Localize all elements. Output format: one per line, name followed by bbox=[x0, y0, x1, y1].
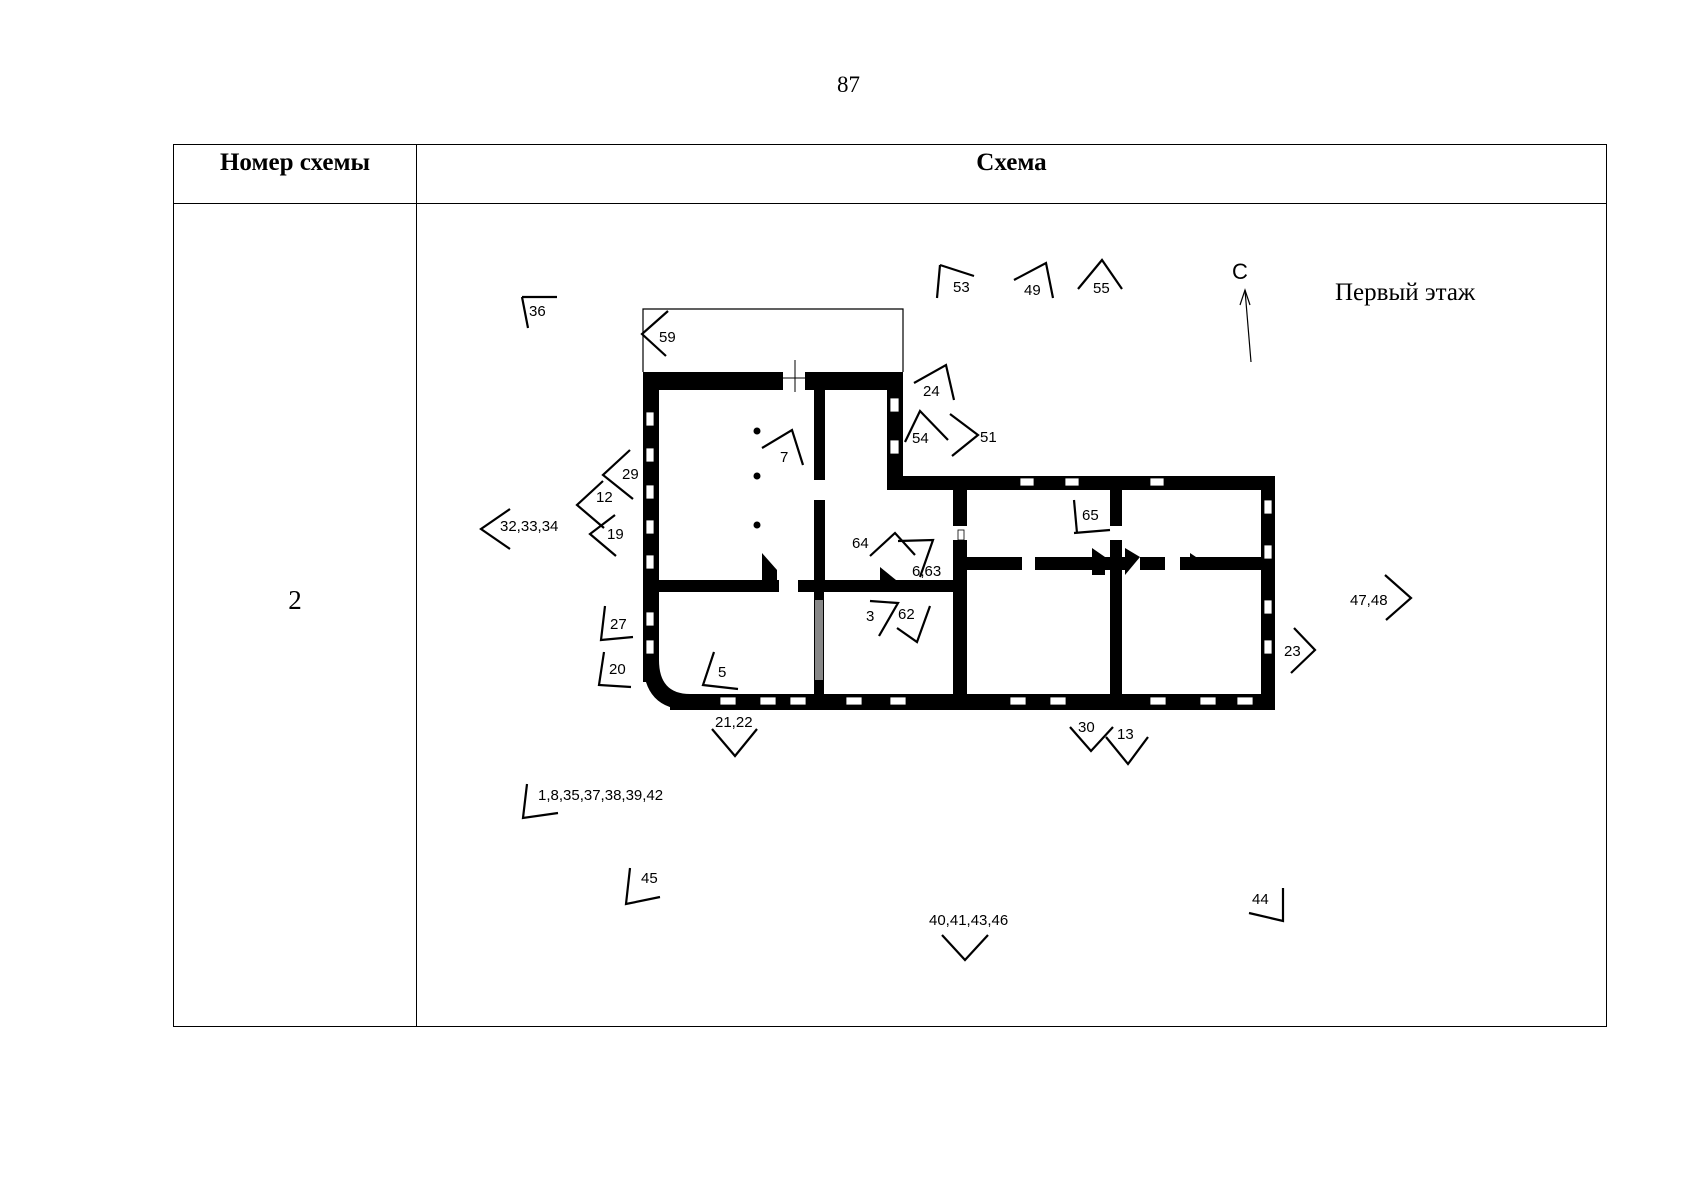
marker-21-icon bbox=[711, 728, 758, 758]
header-scheme: Схема bbox=[417, 145, 1606, 204]
marker-label-30: 30 bbox=[1078, 719, 1095, 736]
marker-62-icon bbox=[896, 605, 932, 644]
marker-label-44: 44 bbox=[1252, 891, 1269, 908]
page-number: 87 bbox=[837, 72, 860, 97]
scheme-table: Номер схемы Схема 2 bbox=[173, 144, 1607, 1027]
marker-3-icon bbox=[869, 599, 900, 637]
marker-6-icon bbox=[897, 538, 935, 578]
header-scheme-number: Номер схемы bbox=[174, 145, 417, 204]
marker-label-3: 3 bbox=[866, 608, 874, 625]
marker-label-24: 24 bbox=[923, 383, 940, 400]
marker-label-40: 40,41,43,46 bbox=[929, 912, 1008, 929]
marker-53-icon bbox=[935, 264, 942, 299]
marker-label-51: 51 bbox=[980, 429, 997, 446]
north-arrow-icon bbox=[1239, 288, 1252, 363]
marker-24-icon bbox=[913, 363, 956, 401]
marker-12-icon bbox=[575, 480, 605, 529]
marker-19-icon bbox=[588, 514, 617, 557]
marker-label-20: 20 bbox=[609, 661, 626, 678]
marker-label-13: 13 bbox=[1117, 726, 1134, 743]
marker-label-53: 53 bbox=[953, 279, 970, 296]
marker-label-29: 29 bbox=[622, 466, 639, 483]
marker-32-icon bbox=[479, 508, 511, 550]
marker-label-19: 19 bbox=[607, 526, 624, 543]
marker-label-21: 21,22 bbox=[715, 714, 753, 731]
marker-label-54: 54 bbox=[912, 430, 929, 447]
marker-51-icon bbox=[949, 413, 980, 457]
marker-64-icon bbox=[869, 531, 916, 557]
marker-40-icon bbox=[941, 934, 989, 962]
porch-outline bbox=[642, 308, 904, 372]
marker-label-45: 45 bbox=[641, 870, 658, 887]
marker-label-49: 49 bbox=[1024, 282, 1041, 299]
marker-13-icon bbox=[1105, 736, 1149, 766]
marker-5-icon bbox=[701, 651, 739, 691]
interior-details bbox=[753, 360, 1205, 680]
window-openings bbox=[645, 397, 1273, 706]
marker-label-5: 5 bbox=[718, 664, 726, 681]
marker-label-32: 32,33,34 bbox=[500, 518, 558, 535]
marker-65-icon bbox=[1072, 499, 1079, 534]
marker-1-icon bbox=[521, 783, 559, 820]
marker-30-icon bbox=[1069, 726, 1114, 753]
marker-label-27: 27 bbox=[610, 616, 627, 633]
marker-55-icon bbox=[1077, 258, 1123, 290]
marker-label-59: 59 bbox=[659, 329, 676, 346]
marker-20-icon bbox=[597, 651, 632, 689]
marker-label-1: 1,8,35,37,38,39,42 bbox=[538, 787, 663, 804]
north-label: С bbox=[1232, 259, 1248, 284]
floor-title: Первый этаж bbox=[1335, 279, 1476, 306]
marker-label-62: 62 bbox=[898, 606, 915, 623]
marker-label-6: 6,63 bbox=[912, 563, 941, 580]
marker-23-icon bbox=[1290, 627, 1317, 674]
marker-label-65: 65 bbox=[1082, 507, 1099, 524]
marker-7-icon bbox=[761, 428, 805, 466]
marker-27-icon bbox=[599, 605, 634, 642]
marker-label-64: 64 bbox=[852, 535, 869, 552]
marker-label-55: 55 bbox=[1093, 280, 1110, 297]
marker-44-icon bbox=[1248, 888, 1285, 923]
marker-29-icon bbox=[601, 449, 634, 500]
view-markers bbox=[479, 258, 1413, 962]
marker-54-icon bbox=[904, 409, 949, 443]
marker-49-icon bbox=[1013, 261, 1055, 299]
marker-label-47: 47,48 bbox=[1350, 592, 1388, 609]
marker-label-12: 12 bbox=[596, 489, 613, 506]
scheme-number: 2 bbox=[288, 584, 302, 615]
marker-label-7: 7 bbox=[780, 449, 788, 466]
marker-label-23: 23 bbox=[1284, 643, 1301, 660]
marker-45-icon bbox=[624, 867, 661, 906]
building-walls bbox=[643, 372, 1275, 710]
marker-labels: 36 59 53 49 55 24 54 51 7 29 12 32,33,34… bbox=[500, 279, 1388, 929]
marker-47-icon bbox=[1384, 574, 1413, 621]
scheme-number-cell: 2 bbox=[174, 204, 417, 1026]
marker-59-icon bbox=[640, 310, 669, 357]
marker-label-36: 36 bbox=[529, 303, 546, 320]
